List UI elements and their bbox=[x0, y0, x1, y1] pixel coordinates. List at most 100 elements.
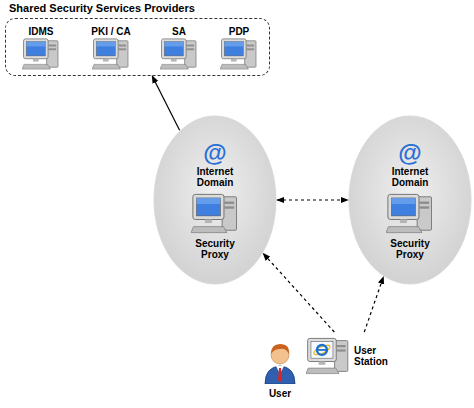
drive-bay bbox=[420, 202, 430, 204]
computer-icon bbox=[92, 37, 130, 71]
connector-arrow bbox=[364, 277, 383, 332]
node-label: @ bbox=[398, 140, 421, 166]
node-label: Internet Domain bbox=[187, 166, 243, 188]
connector-arrow bbox=[263, 253, 334, 332]
keyboard bbox=[22, 64, 50, 69]
node-label: User bbox=[269, 388, 291, 399]
monitor-stand bbox=[400, 219, 407, 223]
screen-glare bbox=[26, 41, 45, 46]
domain-stack: @Internet DomainSecurity Proxy bbox=[348, 115, 472, 285]
monitor-screen bbox=[164, 41, 183, 55]
domain-ellipse: @Internet DomainSecurity Proxy bbox=[153, 115, 277, 285]
keyboard bbox=[191, 227, 227, 233]
server-stack: SA bbox=[152, 21, 206, 75]
domain-stack: @Internet DomainSecurity Proxy bbox=[153, 115, 277, 285]
screen-glare bbox=[96, 41, 115, 46]
domain-ellipse-shape bbox=[154, 116, 276, 284]
connector-arrow bbox=[277, 199, 348, 200]
keyboard bbox=[220, 64, 248, 69]
keyboard bbox=[386, 227, 422, 233]
node-label: Security Proxy bbox=[187, 238, 243, 260]
screen-glare bbox=[391, 198, 415, 204]
screen-glare bbox=[196, 198, 220, 204]
monitor-screen bbox=[96, 41, 115, 55]
computer-icon bbox=[191, 192, 239, 235]
computer-icon bbox=[160, 37, 198, 71]
server-node: SA bbox=[152, 21, 206, 75]
station-row: User Station bbox=[306, 332, 406, 380]
user-tie bbox=[278, 368, 282, 382]
monitor-stand bbox=[319, 362, 326, 365]
node-label: Security Proxy bbox=[382, 238, 438, 260]
monitor-stand bbox=[231, 58, 237, 61]
user-node: User bbox=[256, 336, 304, 402]
computer-icon bbox=[386, 192, 434, 235]
node-label: SA bbox=[172, 26, 186, 37]
screen-glare bbox=[164, 41, 183, 46]
server-stack: PKI / CA bbox=[80, 21, 142, 75]
node-label: PDP bbox=[229, 26, 250, 37]
drive-bay bbox=[187, 48, 195, 50]
monitor-screen bbox=[26, 41, 45, 55]
connector-arrow bbox=[152, 76, 179, 130]
computer-icon bbox=[220, 37, 258, 71]
drive-bay bbox=[247, 44, 255, 46]
user-figure bbox=[262, 340, 298, 384]
drive-bay bbox=[337, 345, 346, 347]
drive-bay bbox=[187, 44, 195, 46]
user-stack: User bbox=[256, 336, 304, 402]
server-node: PDP bbox=[212, 21, 266, 75]
monitor-stand bbox=[171, 58, 177, 61]
monitor-frame bbox=[94, 38, 119, 58]
monitor-screen bbox=[311, 342, 333, 359]
node-label: PKI / CA bbox=[91, 26, 130, 37]
monitor-frame bbox=[162, 38, 187, 58]
drive-bay bbox=[49, 44, 57, 46]
node-label: Internet Domain bbox=[382, 166, 438, 188]
keyboard bbox=[160, 64, 188, 69]
keyboard bbox=[306, 368, 339, 374]
user-hair bbox=[271, 344, 289, 354]
node-label: @ bbox=[203, 140, 226, 166]
monitor-stand bbox=[103, 58, 109, 61]
monitor-frame bbox=[388, 194, 419, 219]
server-node: PKI / CA bbox=[80, 21, 142, 75]
drive-bay bbox=[49, 48, 57, 50]
browser-logo-ring bbox=[313, 343, 332, 356]
monitor-screen bbox=[224, 41, 243, 55]
drive-bay bbox=[225, 202, 235, 204]
drive-bay bbox=[119, 48, 127, 50]
server-stack: IDMS bbox=[14, 21, 68, 75]
monitor-stand bbox=[33, 58, 39, 61]
domain-ellipse-shape bbox=[349, 116, 471, 284]
node-label: Shared Security Services Providers bbox=[9, 2, 195, 14]
monitor-frame bbox=[193, 194, 224, 219]
node-label: IDMS bbox=[29, 26, 54, 37]
drive-bay bbox=[225, 206, 235, 208]
monitor-frame bbox=[24, 38, 49, 58]
keyboard bbox=[92, 64, 120, 69]
monitor-screen bbox=[196, 198, 220, 216]
server-stack: PDP bbox=[212, 21, 266, 75]
provider-group: Shared Security Services ProvidersIDMSPK… bbox=[5, 18, 270, 76]
screen-glare bbox=[224, 41, 243, 46]
drive-bay bbox=[337, 349, 346, 351]
drive-bay bbox=[247, 48, 255, 50]
monitor-frame bbox=[308, 338, 337, 361]
user-station: User Station bbox=[306, 332, 406, 380]
monitor-screen bbox=[391, 198, 415, 216]
browser-logo bbox=[317, 345, 327, 355]
computer-icon bbox=[306, 336, 350, 376]
computer-icon bbox=[22, 37, 60, 71]
browser-logo-bar bbox=[318, 349, 327, 351]
node-label: User Station bbox=[354, 345, 404, 367]
monitor-stand bbox=[205, 219, 212, 223]
drive-bay bbox=[420, 206, 430, 208]
user-body bbox=[265, 366, 295, 384]
monitor-frame bbox=[222, 38, 247, 58]
drive-bay bbox=[119, 44, 127, 46]
server-node: IDMS bbox=[14, 21, 68, 75]
domain-ellipse: @Internet DomainSecurity Proxy bbox=[348, 115, 472, 285]
